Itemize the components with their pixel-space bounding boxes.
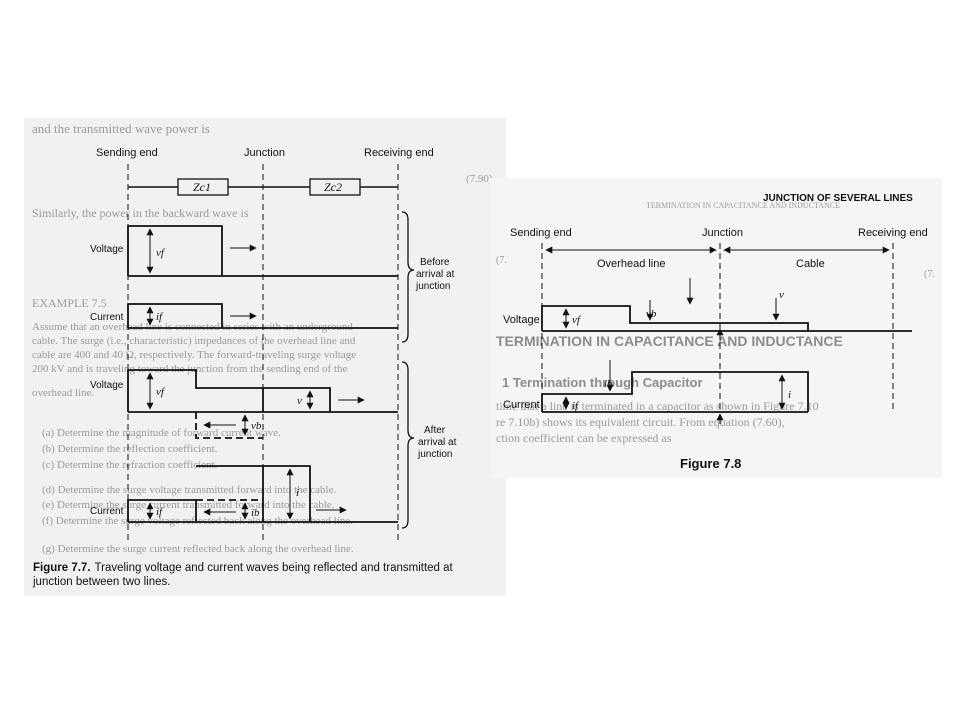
after-current-wave: Current if i ib — [90, 465, 398, 523]
figure-7-8-panel: TERMINATION IN CAPACITANCE AND INDUCTANC… — [490, 178, 942, 478]
i-label-7-8: i — [788, 389, 791, 401]
current-label-before: Current — [90, 312, 124, 323]
svg-text:(g) Determine the surge curren: (g) Determine the surge current reflecte… — [42, 543, 354, 555]
vb-label: vb — [251, 420, 262, 432]
svg-text:re 7.10b) shows its equivalent: re 7.10b) shows its equivalent circuit. … — [496, 415, 785, 429]
label-sending-end: Sending end — [96, 147, 158, 159]
zc2-label: Zc2 — [324, 180, 342, 194]
running-head-ghost: TERMINATION IN CAPACITANCE AND INDUCTANC… — [646, 201, 840, 210]
svg-text:(7.90): (7.90) — [466, 173, 493, 185]
vb-label-7-8: vb — [646, 308, 657, 320]
label-sending-end-7-8: Sending end — [510, 227, 572, 239]
svg-text:junction between two lines.: junction between two lines. — [32, 576, 170, 588]
vf-label-after: vf — [156, 386, 166, 398]
voltage-wave-7-8: Voltage vf vb v — [503, 278, 912, 340]
svg-text:(c) Determine the refraction c: (c) Determine the refraction coefficient… — [42, 459, 218, 471]
svg-text:arrival at: arrival at — [418, 437, 457, 448]
svg-text:(f) Determine the surge voltag: (f) Determine the surge voltage reflecte… — [42, 515, 353, 527]
header-junction-several-lines: JUNCTION OF SEVERAL LINES — [763, 193, 913, 204]
if-label-after: if — [156, 506, 164, 518]
svg-text:Figure 7.7.Traveling voltage a: Figure 7.7.Traveling voltage and current… — [33, 562, 454, 574]
bleed-through-text-7-8: (7. (7. TERMINATION IN CAPACITANCE AND I… — [496, 255, 935, 445]
before-arrival-brace: Before arrival at junction — [401, 211, 455, 343]
if-label-before: if — [156, 311, 164, 323]
svg-text:cable. The surge (i.e., charac: cable. The surge (i.e., characteristic) … — [32, 335, 356, 347]
voltage-label-7-8: Voltage — [503, 314, 540, 326]
figure-7-8-caption: Figure 7.8 — [680, 456, 741, 471]
label-junction: Junction — [244, 147, 285, 159]
svg-text:Assume that an overhead line i: Assume that an overhead line is connecte… — [32, 321, 353, 333]
voltage-label-after: Voltage — [90, 380, 124, 391]
after-arrival-brace: After arrival at junction — [401, 361, 457, 529]
svg-text:junction: junction — [415, 281, 450, 292]
scan-page-7-7 — [24, 118, 506, 596]
i-label-after: i — [296, 487, 299, 499]
svg-text:junction: junction — [417, 449, 452, 460]
svg-text:1 Termination through Capacito: 1 Termination through Capacitor — [502, 375, 703, 390]
current-label-7-8: Current — [503, 399, 540, 411]
line-schematic: Zc1 Zc2 — [128, 178, 398, 196]
figure-7-7-panel: and the transmitted wave power is (7.90)… — [24, 118, 506, 596]
ib-label: ib — [251, 507, 260, 519]
if-label-7-8: if — [572, 400, 580, 412]
svg-text:(d) Determine the surge voltag: (d) Determine the surge voltage transmit… — [42, 484, 337, 496]
svg-text:EXAMPLE 7.5: EXAMPLE 7.5 — [32, 296, 107, 310]
svg-text:and the transmitted wave power: and the transmitted wave power is — [32, 121, 210, 136]
after-voltage-wave: Voltage vf v vb — [90, 369, 398, 439]
voltage-label-before: Voltage — [90, 244, 124, 255]
figure-7-7-caption: Figure 7.7.Traveling voltage and current… — [32, 562, 454, 588]
label-receiving-end: Receiving end — [364, 147, 434, 159]
zc1-label: Zc1 — [193, 180, 211, 194]
v-label-after: v — [297, 395, 302, 407]
before-voltage-wave: Voltage vf — [90, 225, 398, 277]
v-label-7-8: v — [779, 289, 784, 301]
svg-text:(7.: (7. — [924, 269, 935, 280]
vf-label-before: vf — [156, 247, 166, 259]
svg-text:(7.: (7. — [496, 255, 507, 266]
svg-text:arrival at: arrival at — [416, 269, 455, 280]
svg-text:time that a line is terminated: time that a line is terminated in a capa… — [496, 399, 819, 413]
current-label-after: Current — [90, 506, 124, 517]
svg-text:(e) Determine the surge curren: (e) Determine the surge current transmit… — [42, 499, 335, 511]
svg-text:overhead line.: overhead line. — [32, 387, 95, 399]
current-wave-7-8: Current if ib i — [503, 360, 809, 424]
vf-label-7-8: vf — [572, 314, 582, 326]
cable-label: Cable — [796, 258, 825, 270]
svg-text:Before: Before — [420, 257, 450, 268]
svg-text:TERMINATION IN CAPACITANCE AND: TERMINATION IN CAPACITANCE AND INDUCTANC… — [496, 333, 843, 349]
svg-text:After: After — [424, 425, 446, 436]
label-junction-7-8: Junction — [702, 227, 743, 239]
reflected-voltage-dashed — [195, 412, 263, 439]
svg-text:(a) Determine the magnitude of: (a) Determine the magnitude of forward c… — [42, 427, 281, 439]
label-receiving-end-7-8: Receiving end — [858, 227, 928, 239]
ib-label-7-8: ib — [604, 378, 613, 390]
svg-text:200 kV and is traveling toward: 200 kV and is traveling toward the junct… — [32, 363, 347, 375]
svg-text:(b) Determine the reflection c: (b) Determine the reflection coefficient… — [42, 443, 218, 455]
svg-text:Similarly, the power in the ba: Similarly, the power in the backward wav… — [32, 206, 249, 220]
overhead-line-label: Overhead line — [597, 258, 666, 270]
before-current-wave: Current if — [90, 303, 398, 329]
svg-text:ction coefficient can be expre: ction coefficient can be expressed as — [496, 431, 672, 445]
svg-text:cable are 400 and 40 Ω, respec: cable are 400 and 40 Ω, respectively. Th… — [32, 349, 356, 361]
